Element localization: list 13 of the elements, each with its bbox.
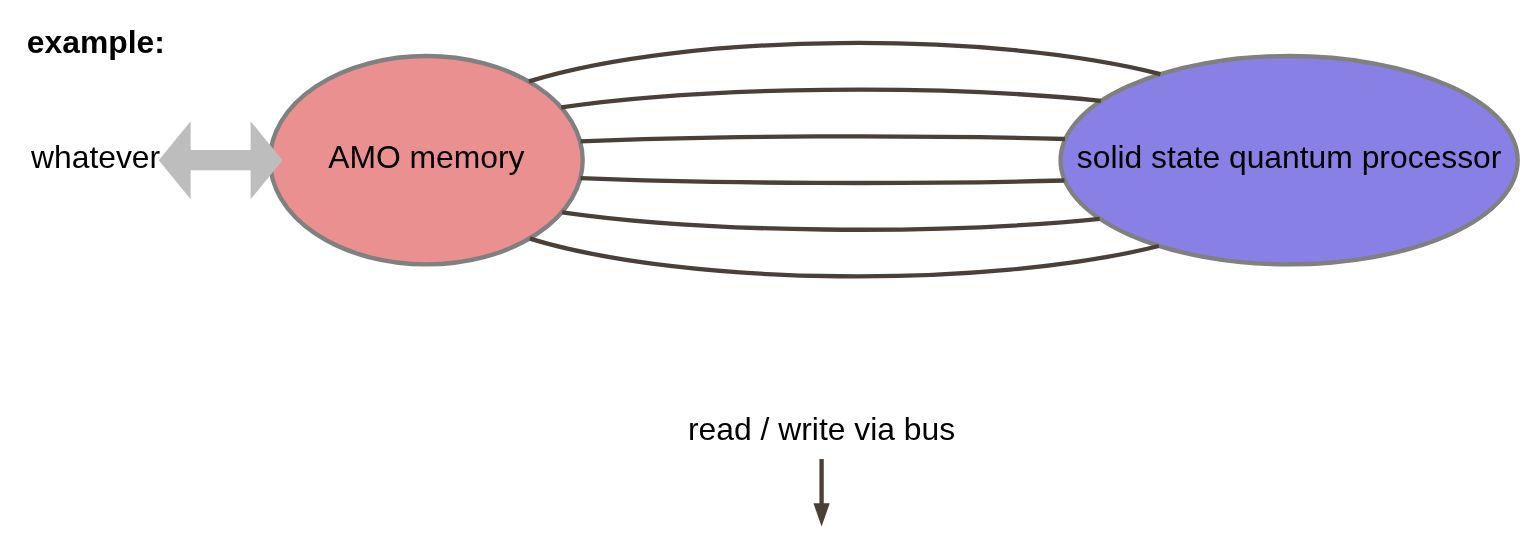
connector (561, 209, 1100, 232)
node-ellipse: solid state quantum processor (1058, 53, 1520, 267)
label: example: (26, 23, 165, 60)
connector (580, 133, 1065, 144)
connector (560, 87, 1101, 110)
node-text: whatever (30, 138, 161, 175)
arrow (158, 120, 283, 199)
node-text: read / write via bus (688, 410, 956, 447)
connector (528, 40, 1161, 83)
connector (529, 236, 1160, 278)
node-ellipse: AMO memory (267, 53, 585, 267)
connector (580, 175, 1065, 185)
arrow (813, 458, 830, 527)
